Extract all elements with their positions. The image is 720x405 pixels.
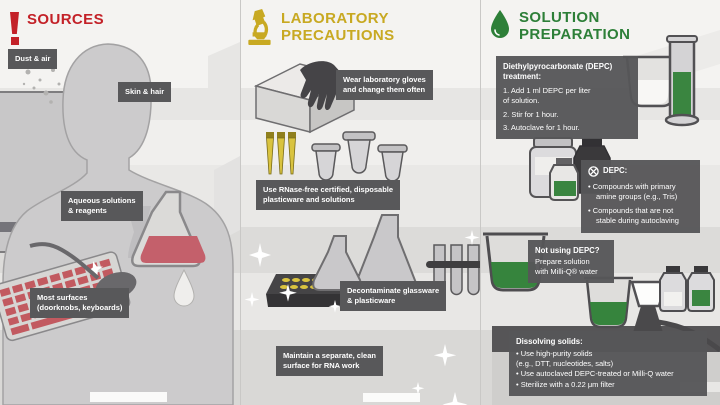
depc-treatment-box: Diethylpyrocarbonate (DEPC) treatment: 1… xyxy=(496,56,638,140)
depc-step-2: 2. Stir for 1 hour. xyxy=(503,109,559,119)
depc-warning-box: DEPC: • Compounds with primary amine gro… xyxy=(581,160,700,233)
flask-red-liquid xyxy=(140,236,206,263)
column-divider xyxy=(480,0,481,405)
label-rnase-free-plasticware: Use RNase-free certified, disposable pla… xyxy=(256,180,401,211)
depc-step-3: 3. Autoclave for 1 hour. xyxy=(503,123,580,133)
exclamation-icon xyxy=(10,12,19,45)
crossed-circle-icon xyxy=(588,166,599,177)
beaker xyxy=(623,55,677,108)
drop-shape xyxy=(173,268,195,307)
graduated-cylinder xyxy=(664,35,700,127)
beaker-green-small xyxy=(584,276,633,329)
label-clean-surface: Maintain a separate, clean surface for R… xyxy=(276,346,383,377)
depc-treatment-title: Diethylpyrocarbonate (DEPC) treatment: xyxy=(503,62,613,82)
label-aqueous-solutions: Aqueous solutions & reagents xyxy=(61,191,143,222)
label-wear-gloves: Wear laboratory gloves and change them o… xyxy=(336,70,433,101)
preparation-header: SOLUTION PREPARATION xyxy=(489,8,630,43)
preparation-title: SOLUTION PREPARATION xyxy=(519,9,631,43)
label-decontaminate: Decontaminate glassware & plasticware xyxy=(340,281,447,312)
depc-warning-item-2: • Compounds that are not stable during a… xyxy=(588,206,679,226)
dissolving-solids-box: Dissolving solids: • Use high-purity sol… xyxy=(509,331,707,396)
sparkle-icons xyxy=(244,230,480,405)
sources-header: SOURCES xyxy=(10,10,104,45)
no-depc-box: Not using DEPC? Prepare solution with Mi… xyxy=(528,240,614,284)
glove xyxy=(300,61,343,111)
dissolving-body: • Use high-purity solids (e.g., DTT, nuc… xyxy=(516,349,674,389)
depc-warning-title: DEPC: xyxy=(603,166,628,176)
label-skin-hair: Skin & hair xyxy=(118,82,172,103)
precautions-header: LABORATORY PRECAUTIONS xyxy=(247,9,395,45)
label-dust-air: Dust & air xyxy=(8,49,58,70)
depc-warning-item-1: • Compounds with primary amine groups (e… xyxy=(588,181,678,201)
precautions-title: LABORATORY PRECAUTIONS xyxy=(281,10,395,44)
sources-title: SOURCES xyxy=(27,11,104,28)
no-depc-title: Not using DEPC? xyxy=(535,246,600,255)
reagent-bottles xyxy=(529,137,611,201)
dissolving-title: Dissolving solids: xyxy=(516,337,583,346)
background-ramp xyxy=(208,42,240,104)
bench-paper xyxy=(363,393,420,402)
mouse-cable xyxy=(29,242,100,280)
sparkle-icon xyxy=(87,261,103,277)
microtubes xyxy=(311,131,408,182)
depc-step-1: 1. Add 1 ml DEPC per liter of solution. xyxy=(503,85,591,105)
microscope-icon xyxy=(248,9,271,45)
bench-paper xyxy=(90,392,167,402)
column-divider xyxy=(240,0,241,405)
precautions-scene xyxy=(244,61,480,405)
water-drop-icon xyxy=(491,10,509,38)
no-depc-body: Prepare solution with Milli-Q® water xyxy=(535,257,598,277)
filtrate-bottles xyxy=(659,266,715,312)
label-most-surfaces: Most surfaces (doorknobs, keyboards) xyxy=(30,288,130,319)
pipette-tips xyxy=(266,132,296,175)
